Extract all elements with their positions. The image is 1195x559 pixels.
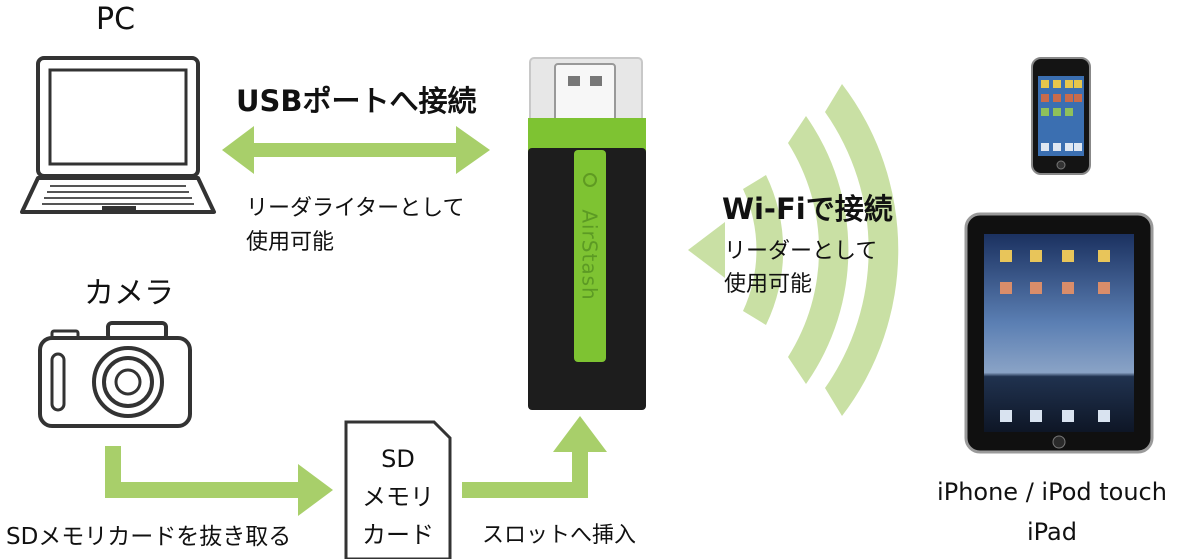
camera-icon xyxy=(38,321,192,428)
devices-line2: iPad xyxy=(1026,518,1077,546)
airstash-device xyxy=(528,57,646,410)
remove-sd-arrow xyxy=(105,446,333,516)
reader-writer-line2: 使用可能 xyxy=(246,230,335,255)
sd-card-label: SD メモリ カード xyxy=(346,440,450,554)
devices-label: iPhone / iPod touch iPad xyxy=(912,472,1192,552)
sd-card-icon xyxy=(344,420,452,559)
insert-slot-label: スロットへ挿入 xyxy=(482,523,637,548)
camera-label: カメラ xyxy=(84,276,174,311)
wifi-waves-icon xyxy=(688,84,899,416)
sd-card-line1: SD xyxy=(381,445,415,473)
airstash-brand-text: AirStash xyxy=(578,209,603,301)
sd-card-line2: メモリ xyxy=(362,483,434,511)
usb-double-arrow xyxy=(222,126,490,174)
usb-connect-label: USBポートへ接続 xyxy=(236,84,477,118)
airstash-brand: AirStash xyxy=(574,175,606,335)
wifi-reader-line1: リーダーとして xyxy=(724,239,878,264)
wifi-reader-line2: 使用可能 xyxy=(724,272,813,297)
sd-card-line3: カード xyxy=(362,521,434,549)
devices-line1: iPhone / iPod touch xyxy=(937,478,1167,506)
ipad-icon xyxy=(964,212,1154,454)
laptop-icon xyxy=(20,56,216,214)
iphone-icon xyxy=(1031,57,1091,175)
wifi-connect-label: Wi-Fiで接続 xyxy=(722,192,893,226)
remove-sd-label: SDメモリカードを抜き取る xyxy=(6,524,292,550)
pc-label: PC xyxy=(96,2,136,37)
insert-slot-arrow xyxy=(462,416,607,498)
reader-writer-line1: リーダライターとして xyxy=(246,196,465,221)
